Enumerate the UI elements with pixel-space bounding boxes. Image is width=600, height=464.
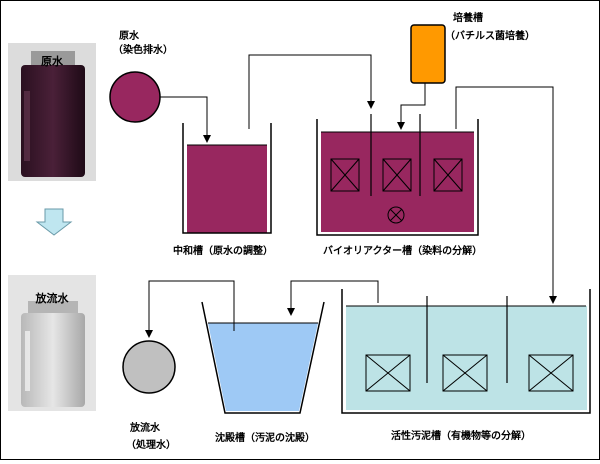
mixer-box-icon [528,354,574,392]
bioreactor-label: バイオリアクター槽（染料の分解） [323,244,482,257]
mixer-box-icon [433,158,463,192]
culture-label: 培養槽 [453,11,483,24]
activated-sludge-label: 活性汚泥槽（有機物等の分解） [391,429,531,442]
activated-sludge-tank [341,289,591,414]
sedimentation-tank [201,301,325,414]
pipe-bioreactor-to-sludge [455,86,557,304]
raw-water-source [109,71,161,123]
raw-water-photo-label: 原水 [41,54,64,68]
culture-sublabel: （バチルス菌培養） [445,29,535,42]
discharge-photo-label: 放流水 [35,291,70,305]
mixer-box-icon [382,158,412,192]
bioreactor-tank [316,114,479,236]
mixer-box-icon [365,354,411,392]
pipe-source-to-neutralization [160,96,211,143]
raw-water-label: 原水 [119,29,140,42]
discharge-sublabel: （処理水） [126,438,176,451]
neutralization-label: 中和槽（原水の調整） [173,244,273,257]
culture-tank [410,24,446,84]
discharge-photo [8,275,96,411]
sedimentation-label: 沈殿槽（汚泥の沈殿） [215,431,315,444]
neutralization-tank [182,123,272,234]
mixer-box-icon [442,354,488,392]
pipe-sedimentation-to-discharge [145,280,235,338]
raw-water-sublabel: （染色排水） [113,43,173,56]
pipe-sludge-to-sedimentation [287,280,379,316]
stirrer-icon [387,206,405,224]
discharge-outlet [122,340,176,394]
raw-water-photo [8,43,96,181]
down-arrow-icon [35,208,73,236]
discharge-label: 放流水 [129,421,161,434]
pipe-neutralization-to-bioreactor [248,54,375,129]
mixer-box-icon [330,158,360,192]
pipe-culture-to-bioreactor [397,83,426,130]
